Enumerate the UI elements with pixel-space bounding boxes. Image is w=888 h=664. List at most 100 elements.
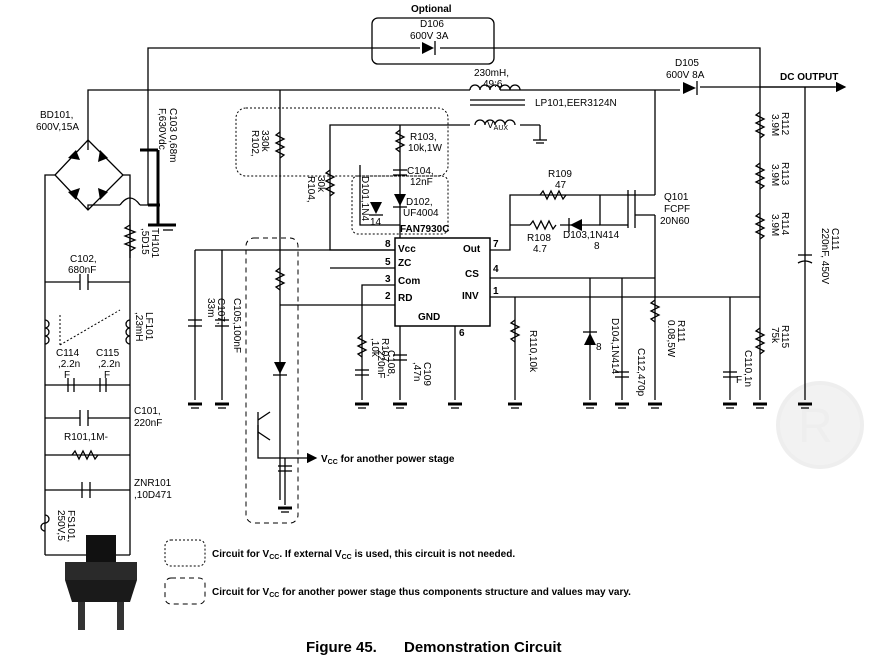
capacitor-c104 <box>393 169 407 176</box>
capacitor-c115 <box>99 378 107 392</box>
ground-c103 <box>160 223 176 231</box>
thermistor-th101 <box>123 224 137 252</box>
capacitor-c111 <box>797 254 813 264</box>
c105-label: C105,100nF <box>231 298 242 353</box>
r109-value: 47 <box>555 180 567 191</box>
labels: Optional D106 600V 3A 230mH, 49:6 LP101,… <box>36 4 840 656</box>
fuse-fs101 <box>40 514 50 532</box>
svg-text:R: R <box>798 400 833 453</box>
ic-fan7930c <box>394 237 491 327</box>
r111-ref: R111 <box>675 320 686 343</box>
ic-pin-zc: ZC <box>398 258 411 269</box>
c115-ref: C115 <box>96 348 120 359</box>
r103-ref: R103, <box>410 132 437 143</box>
diode-d102 <box>393 194 407 208</box>
capacitor-c108 <box>355 369 369 376</box>
resistor-r102 <box>274 131 286 159</box>
r113-value: 3.9M <box>769 164 780 186</box>
resistor-r115 <box>754 327 766 355</box>
transformer-lp101 <box>469 84 525 126</box>
resistor-r111 <box>649 299 661 323</box>
znr101-value: ,10D471 <box>134 490 172 501</box>
ic-pin-vcc: Vcc <box>398 244 416 255</box>
ic-pin-7: 7 <box>493 239 499 250</box>
wiring <box>44 47 835 560</box>
ic-pin-6: 6 <box>459 328 465 339</box>
d101-ref: D101,1N4 <box>359 176 370 221</box>
c102-value: 680nF <box>68 265 96 276</box>
ground-symbols <box>188 402 812 513</box>
filter-lf101 <box>44 309 131 346</box>
legend-box-1 <box>164 539 206 567</box>
capacitor-c110 <box>723 371 737 378</box>
resistor-r104 <box>324 169 336 197</box>
r114-ref: R114 <box>779 212 790 236</box>
fs101-value: 250V,5 <box>55 510 66 541</box>
optional-label: Optional <box>411 4 452 15</box>
lp101-value: 230mH, <box>474 68 509 79</box>
q101-value: 20N60 <box>660 216 690 227</box>
r112-ref: R112 <box>779 112 790 136</box>
r115-value: 75k <box>769 327 780 344</box>
legend-box-2 <box>164 577 206 605</box>
capacitor-c102 <box>79 274 89 290</box>
diode-d105 <box>683 81 698 95</box>
d102-value: UF4004 <box>403 208 439 219</box>
c114-unit: F <box>64 370 70 381</box>
lf101-ref: LF101 <box>143 312 154 341</box>
ic-pin-5: 5 <box>385 257 391 268</box>
capacitor-c112 <box>615 371 629 378</box>
resistor-r108 <box>529 219 557 231</box>
c101-ref: C101, <box>134 406 161 417</box>
capacitor-c105 <box>215 319 229 327</box>
ic-pin-gnd: GND <box>418 312 440 323</box>
c111-ref: C111 <box>829 228 840 251</box>
r108-ref: R108 <box>527 233 551 244</box>
r102-ref: R102, <box>249 130 260 157</box>
c109-ref: C109 <box>421 362 432 386</box>
c110-extra: F <box>736 375 742 386</box>
resistor-r110 <box>509 319 521 343</box>
legend-text-1: Circuit for VCC. If external VCC is used… <box>212 549 515 561</box>
c111-value: 220nF, 450V <box>819 228 830 284</box>
ground-symbol <box>533 139 547 144</box>
resistor-r101 <box>71 449 99 461</box>
bd101-ref: BD101, <box>40 110 73 121</box>
ic-pin-cs: CS <box>465 269 479 280</box>
r103-value: 10k,1W <box>408 143 442 154</box>
r115-ref: R115 <box>779 325 790 349</box>
c112-label: C112,470p <box>635 348 646 397</box>
r102-value: 330k <box>259 130 270 153</box>
ic-pin-inv: INV <box>462 291 479 302</box>
lf101-value: ,23mH <box>133 312 144 341</box>
fs101-ref: FS101, <box>65 510 76 542</box>
lp101-turns: 49:6 <box>483 79 503 90</box>
c101-value: 220nF <box>134 418 162 429</box>
capacitor-vcc-stage <box>278 465 292 472</box>
c107-ref: C107, <box>215 298 226 325</box>
c109-value: ,47n <box>411 362 422 381</box>
r110-label: R110,10k <box>527 330 538 373</box>
vcc-other-label: VCC for another power stage <box>321 454 455 466</box>
vcc-circuit-box-2 <box>351 175 449 235</box>
diode-d101 <box>369 202 383 216</box>
legend-text-2: Circuit for VCC for another power stage … <box>212 587 631 599</box>
optional-box <box>371 17 495 65</box>
diode-d104 <box>583 331 597 345</box>
d104-value: 8 <box>596 342 602 353</box>
znr101-ref: ZNR101 <box>134 478 172 489</box>
resistor-r114 <box>754 212 766 240</box>
r113-ref: R113 <box>779 162 790 186</box>
c107-value: 33m <box>205 298 216 317</box>
mosfet-q101 <box>620 190 655 228</box>
c115-unit: F <box>104 370 110 381</box>
c102-ref: C102, <box>70 254 97 265</box>
ic-name: FAN7930C <box>400 224 449 235</box>
bridge-bd101 <box>54 139 124 211</box>
ic-pin-4: 4 <box>493 264 499 275</box>
resistor-r109 <box>539 189 567 201</box>
r101-label: R101,1M- <box>64 432 108 443</box>
q101-part: FCPF <box>664 204 690 215</box>
varistor-znr101 <box>81 482 91 498</box>
